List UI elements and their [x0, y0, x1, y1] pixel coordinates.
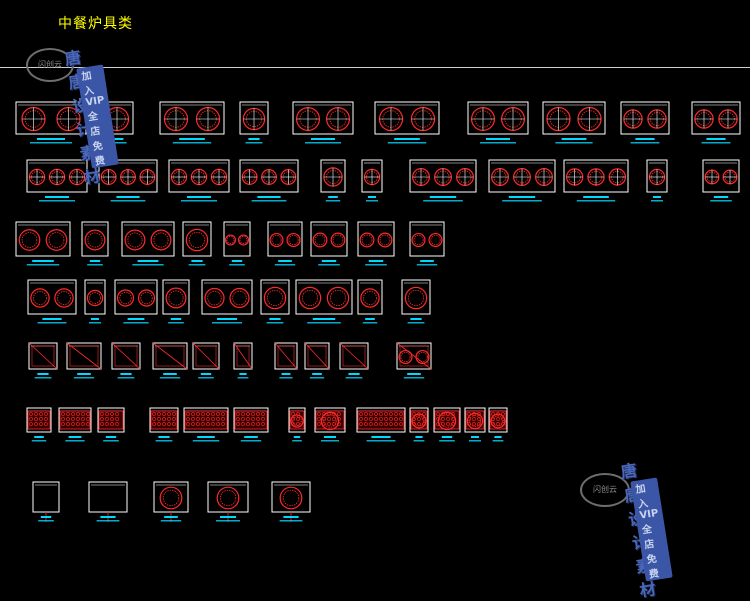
stove-block[interactable] — [356, 407, 406, 442]
stove-block[interactable] — [32, 481, 60, 522]
stove-block[interactable] — [467, 101, 529, 144]
stove-block[interactable] — [267, 221, 303, 266]
stove-block[interactable] — [183, 407, 229, 442]
stove-block[interactable] — [271, 481, 311, 522]
stove-block[interactable] — [162, 279, 190, 324]
stove-block[interactable] — [98, 159, 158, 202]
stove-block[interactable] — [488, 159, 556, 202]
stove-block[interactable] — [114, 279, 158, 324]
page-title: 中餐炉具类 — [58, 16, 133, 32]
stove-block[interactable] — [182, 221, 212, 266]
watermark-seal: 闪创云 — [580, 473, 630, 507]
stove-block[interactable] — [401, 279, 431, 324]
stove-block[interactable] — [409, 407, 429, 442]
stove-block[interactable] — [159, 101, 225, 144]
stove-block[interactable] — [81, 221, 109, 266]
stove-block[interactable] — [260, 279, 290, 324]
stove-block[interactable] — [396, 342, 432, 379]
stove-block[interactable] — [233, 407, 269, 442]
stove-block[interactable] — [121, 221, 175, 266]
stove-block[interactable] — [111, 342, 141, 379]
stove-block[interactable] — [66, 342, 102, 379]
stove-block[interactable] — [152, 342, 188, 379]
stove-block[interactable] — [88, 481, 128, 522]
stove-block[interactable] — [223, 221, 251, 266]
stove-block[interactable] — [409, 159, 477, 202]
watermark-seal: 闪创云 — [26, 48, 74, 82]
stove-block[interactable] — [239, 101, 269, 144]
stove-block[interactable] — [153, 481, 189, 522]
stove-block[interactable] — [288, 407, 306, 442]
stove-block[interactable] — [192, 342, 220, 379]
stove-block[interactable] — [357, 279, 383, 324]
stove-block[interactable] — [239, 159, 299, 202]
stove-block[interactable] — [15, 221, 71, 266]
stove-block[interactable] — [620, 101, 670, 144]
stove-block[interactable] — [409, 221, 445, 266]
divider-line — [0, 67, 750, 68]
stove-block[interactable] — [97, 407, 125, 442]
stove-block[interactable] — [646, 159, 668, 202]
stove-block[interactable] — [542, 101, 606, 144]
cad-drawing-canvas[interactable] — [0, 0, 750, 538]
stove-block[interactable] — [433, 407, 461, 442]
stove-block[interactable] — [207, 481, 249, 522]
stove-block[interactable] — [488, 407, 508, 442]
stove-block[interactable] — [702, 159, 740, 202]
stove-block[interactable] — [27, 279, 77, 324]
stove-block[interactable] — [26, 159, 88, 202]
stove-block[interactable] — [691, 101, 741, 144]
stove-block[interactable] — [149, 407, 179, 442]
stove-block[interactable] — [304, 342, 330, 379]
stove-block[interactable] — [374, 101, 440, 144]
stove-block[interactable] — [15, 101, 87, 144]
stove-block[interactable] — [295, 279, 353, 324]
stove-block[interactable] — [58, 407, 92, 442]
stove-block[interactable] — [201, 279, 253, 324]
stove-block[interactable] — [361, 159, 383, 202]
stove-block[interactable] — [274, 342, 298, 379]
stove-block[interactable] — [314, 407, 346, 442]
stove-block[interactable] — [310, 221, 348, 266]
stove-block[interactable] — [292, 101, 354, 144]
stove-block[interactable] — [339, 342, 369, 379]
stove-block[interactable] — [464, 407, 486, 442]
stove-block[interactable] — [357, 221, 395, 266]
stove-block[interactable] — [84, 279, 106, 324]
stove-block[interactable] — [26, 407, 52, 442]
stove-block[interactable] — [563, 159, 629, 202]
stove-block[interactable] — [320, 159, 346, 202]
stove-block[interactable] — [168, 159, 230, 202]
stove-block[interactable] — [233, 342, 253, 379]
stove-block[interactable] — [28, 342, 58, 379]
